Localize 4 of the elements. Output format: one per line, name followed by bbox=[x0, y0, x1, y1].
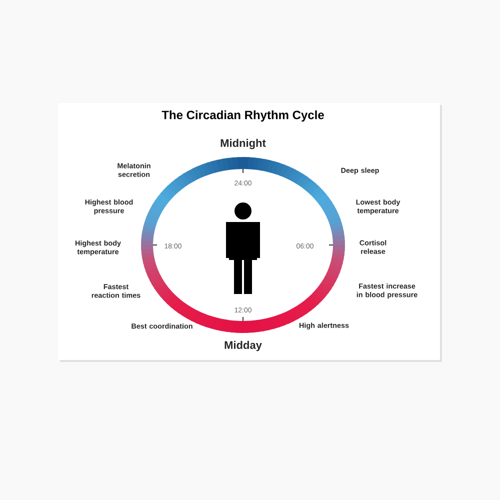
heading-label: Midday bbox=[224, 340, 262, 352]
person-icon bbox=[226, 202, 260, 294]
heading-label: Midnight bbox=[220, 138, 266, 150]
title: The Circadian Rhythm Cycle bbox=[162, 110, 324, 122]
